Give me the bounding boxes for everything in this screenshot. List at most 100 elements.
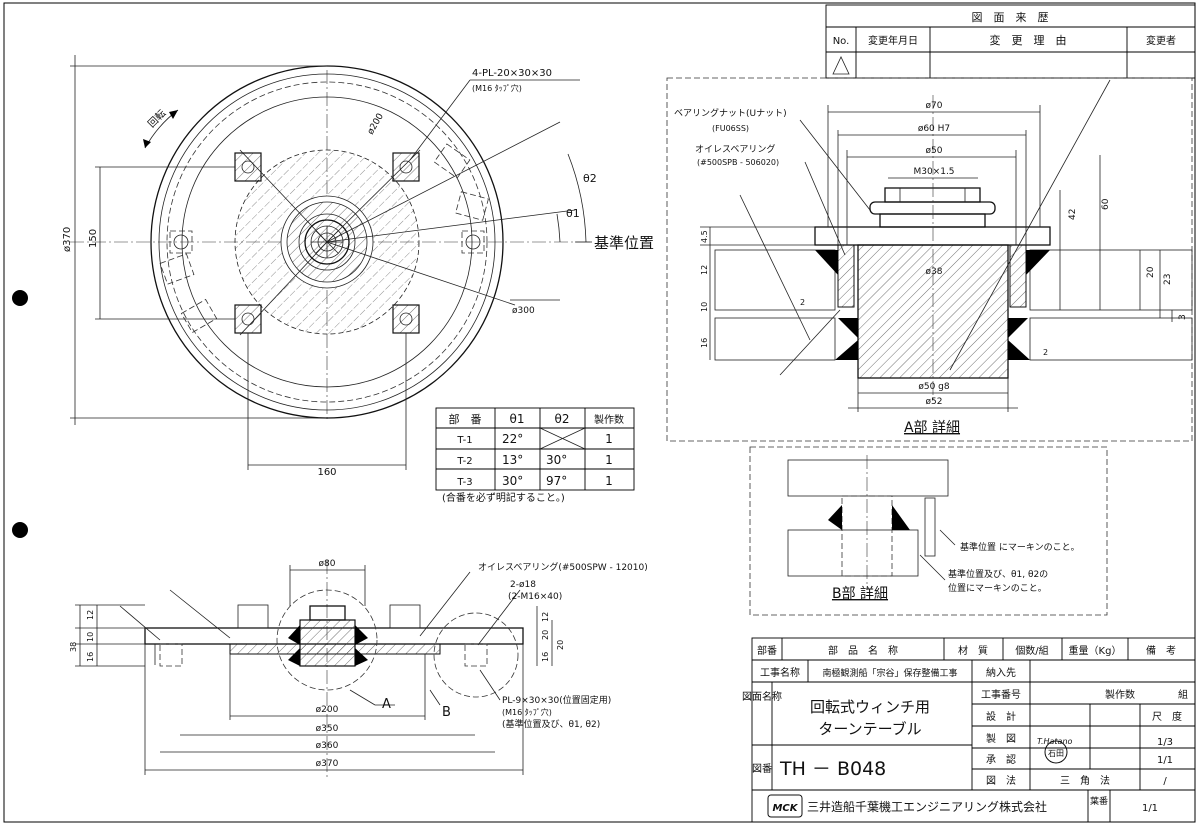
tb-header-material: 材 質 (958, 644, 988, 657)
revision-col-date: 変更年月日 (868, 34, 918, 47)
tb-scale-1: 1/3 (1157, 737, 1173, 748)
tb-scale-3: / (1163, 776, 1167, 787)
top-theta1: θ1 (566, 207, 580, 220)
detail-a-d50: ø50 (926, 146, 943, 156)
tb-header-remarks: 備 考 (1146, 644, 1176, 657)
tb-company: 三井造船千葉機工エンジニアリング株式会社 (807, 799, 1047, 814)
section-marker-a: A (382, 697, 391, 712)
top-dim160: 160 (317, 467, 336, 478)
bolt-plate-se (392, 304, 420, 334)
tb-work-name-label: 工事名称 (760, 666, 800, 679)
tb-drawing-name-label: 図面名称 (742, 690, 782, 703)
section-r20: 20 (541, 630, 550, 640)
tb-method-value: 三 角 法 (1060, 774, 1110, 787)
section-h38: 38 (69, 642, 78, 652)
parts-header-no: 部 番 (449, 412, 482, 426)
detail-a-2a: 2 (800, 298, 805, 307)
sheet-frame (3, 2, 1196, 823)
tb-stamp-text: 石田 (1048, 749, 1064, 758)
parts-row3-theta2: 97° (546, 474, 567, 488)
parts-row3-no: T-3 (456, 477, 472, 488)
parts-header-theta2: θ2 (555, 412, 570, 426)
section-r12: 12 (541, 612, 550, 622)
section-h12: 12 (86, 610, 95, 620)
revision-title: 図 面 来 歴 (972, 11, 1049, 24)
detail-a-bearing-label: オイレスベアリング (695, 143, 775, 155)
detail-a-45: 4.5 (700, 230, 709, 243)
top-rotation: 回転 (146, 107, 169, 130)
detail-a-d50g8: ø50 g8 (918, 382, 950, 392)
parts-header-qty: 製作数 (594, 413, 624, 426)
detail-a-d60h7: ø60 H7 (918, 124, 950, 134)
parts-table: 部 番 θ1 θ2 製作数 T-1 22° 1 T-2 13° 30° 1 T-… (435, 407, 635, 504)
detail-a-d38: ø38 (926, 267, 943, 277)
section-d360: ø360 (316, 741, 339, 751)
binder-hole-top (12, 290, 28, 306)
tb-approve-label: 承 認 (986, 753, 1016, 766)
detail-a-10: 10 (700, 302, 709, 312)
detail-b-caption: B部 詳細 (832, 586, 888, 602)
detail-b-note2a: 基準位置及び、θ1, θ2の (948, 568, 1048, 580)
section-hole-code: (2-M16×40) (508, 592, 562, 602)
detail-a-nut (884, 187, 981, 203)
section-pl-label: PL-9×30×30(位置固定用) (502, 694, 611, 706)
top-d370: ø370 (62, 227, 73, 252)
tb-draw-label: 製 図 (986, 732, 1016, 745)
top-d300: ø300 (512, 306, 535, 316)
tb-sheet-label: 葉番 (1090, 795, 1108, 807)
top-pl-tap: (M16 ﾀｯﾌﾟ穴) (472, 83, 522, 93)
section-d350: ø350 (316, 724, 339, 734)
tb-sheet-value: 1/1 (1142, 803, 1158, 814)
binder-hole-bottom (12, 522, 28, 538)
section-hole-label: 2-ø18 (510, 580, 536, 590)
parts-row3-qty: 1 (605, 474, 613, 488)
tb-approval-stamp (1044, 740, 1068, 764)
top-dim150: 150 (88, 229, 99, 248)
parts-row3-theta1: 30° (502, 474, 523, 488)
detail-a-2b: 2 (1043, 348, 1048, 357)
section-pl-tap: (M16 ﾀｯﾌﾟ穴) (502, 707, 552, 717)
tb-method-label: 図 法 (986, 774, 1016, 787)
detail-a-nut-label: ベアリングナット(Uナット) (674, 107, 787, 119)
section-d80: ø80 (319, 559, 336, 569)
top-view: 4-PL-20×30×30 (M16 ﾀｯﾌﾟ穴) 回転 ø200 ø300 ø… (62, 55, 654, 478)
tb-header-weight: 重量（Kg） (1069, 644, 1122, 657)
revision-table: 図 面 来 歴 No. 変更年月日 変 更 理 由 変更者 (825, 4, 1196, 79)
detail-a-m30: M30×1.5 (913, 167, 954, 177)
section-pl-note: (基準位置及び、θ1, θ2) (502, 718, 600, 730)
tb-work-no-label: 工事番号 (981, 688, 1021, 701)
tb-scale-label: 尺 度 (1152, 710, 1182, 723)
detail-a-60: 60 (1101, 198, 1111, 210)
section-marker-b: B (442, 705, 451, 720)
detail-a-bearing-code: (#500SPB - 506020) (697, 158, 779, 167)
detail-a-42: 42 (1068, 209, 1078, 220)
section-d200: ø200 (316, 705, 339, 715)
tb-header-part-name: 部 品 名 称 (828, 644, 898, 657)
detail-a-d70: ø70 (926, 101, 943, 111)
detail-a-20: 20 (1146, 266, 1156, 278)
tb-drawing-name-label-text: 図面名称 (742, 690, 782, 703)
section-h16: 16 (86, 652, 95, 662)
company-logo-icon: MCK (767, 794, 803, 818)
section-bearing-label: オイレスベアリング(#500SPW - 12010) (478, 561, 648, 573)
detail-a-nut-code: (FU06SS) (712, 124, 749, 133)
bolt-plate-sw (234, 304, 262, 334)
revision-triangle-icon (832, 56, 850, 75)
detail-a-12: 12 (700, 265, 709, 275)
top-d200: ø200 (366, 112, 386, 137)
tb-design-label: 設 計 (986, 710, 1016, 723)
tb-qty-unit: 組 (1178, 688, 1188, 701)
detail-a-16: 16 (700, 338, 709, 348)
parts-note: (合番を必ず明記すること。) (442, 491, 565, 504)
tb-work-name: 南極観測船「宗谷」保存整備工事 (822, 667, 957, 679)
section-h10: 10 (86, 632, 95, 642)
parts-row2-theta1: 13° (502, 453, 523, 467)
parts-row1-theta1: 22° (502, 432, 523, 446)
section-r20b: 20 (556, 640, 565, 650)
section-view: ø80 オイレスベアリング(#500SPW - 12010) 2-ø18 (2-… (69, 559, 648, 780)
top-theta2: θ2 (583, 172, 597, 185)
parts-row2-no: T-2 (456, 456, 472, 467)
revision-col-author: 変更者 (1146, 34, 1176, 47)
detail-b-note1: 基準位置 にマーキンのこと。 (960, 541, 1080, 553)
tb-drawing-no: TH － B048 (779, 758, 886, 780)
